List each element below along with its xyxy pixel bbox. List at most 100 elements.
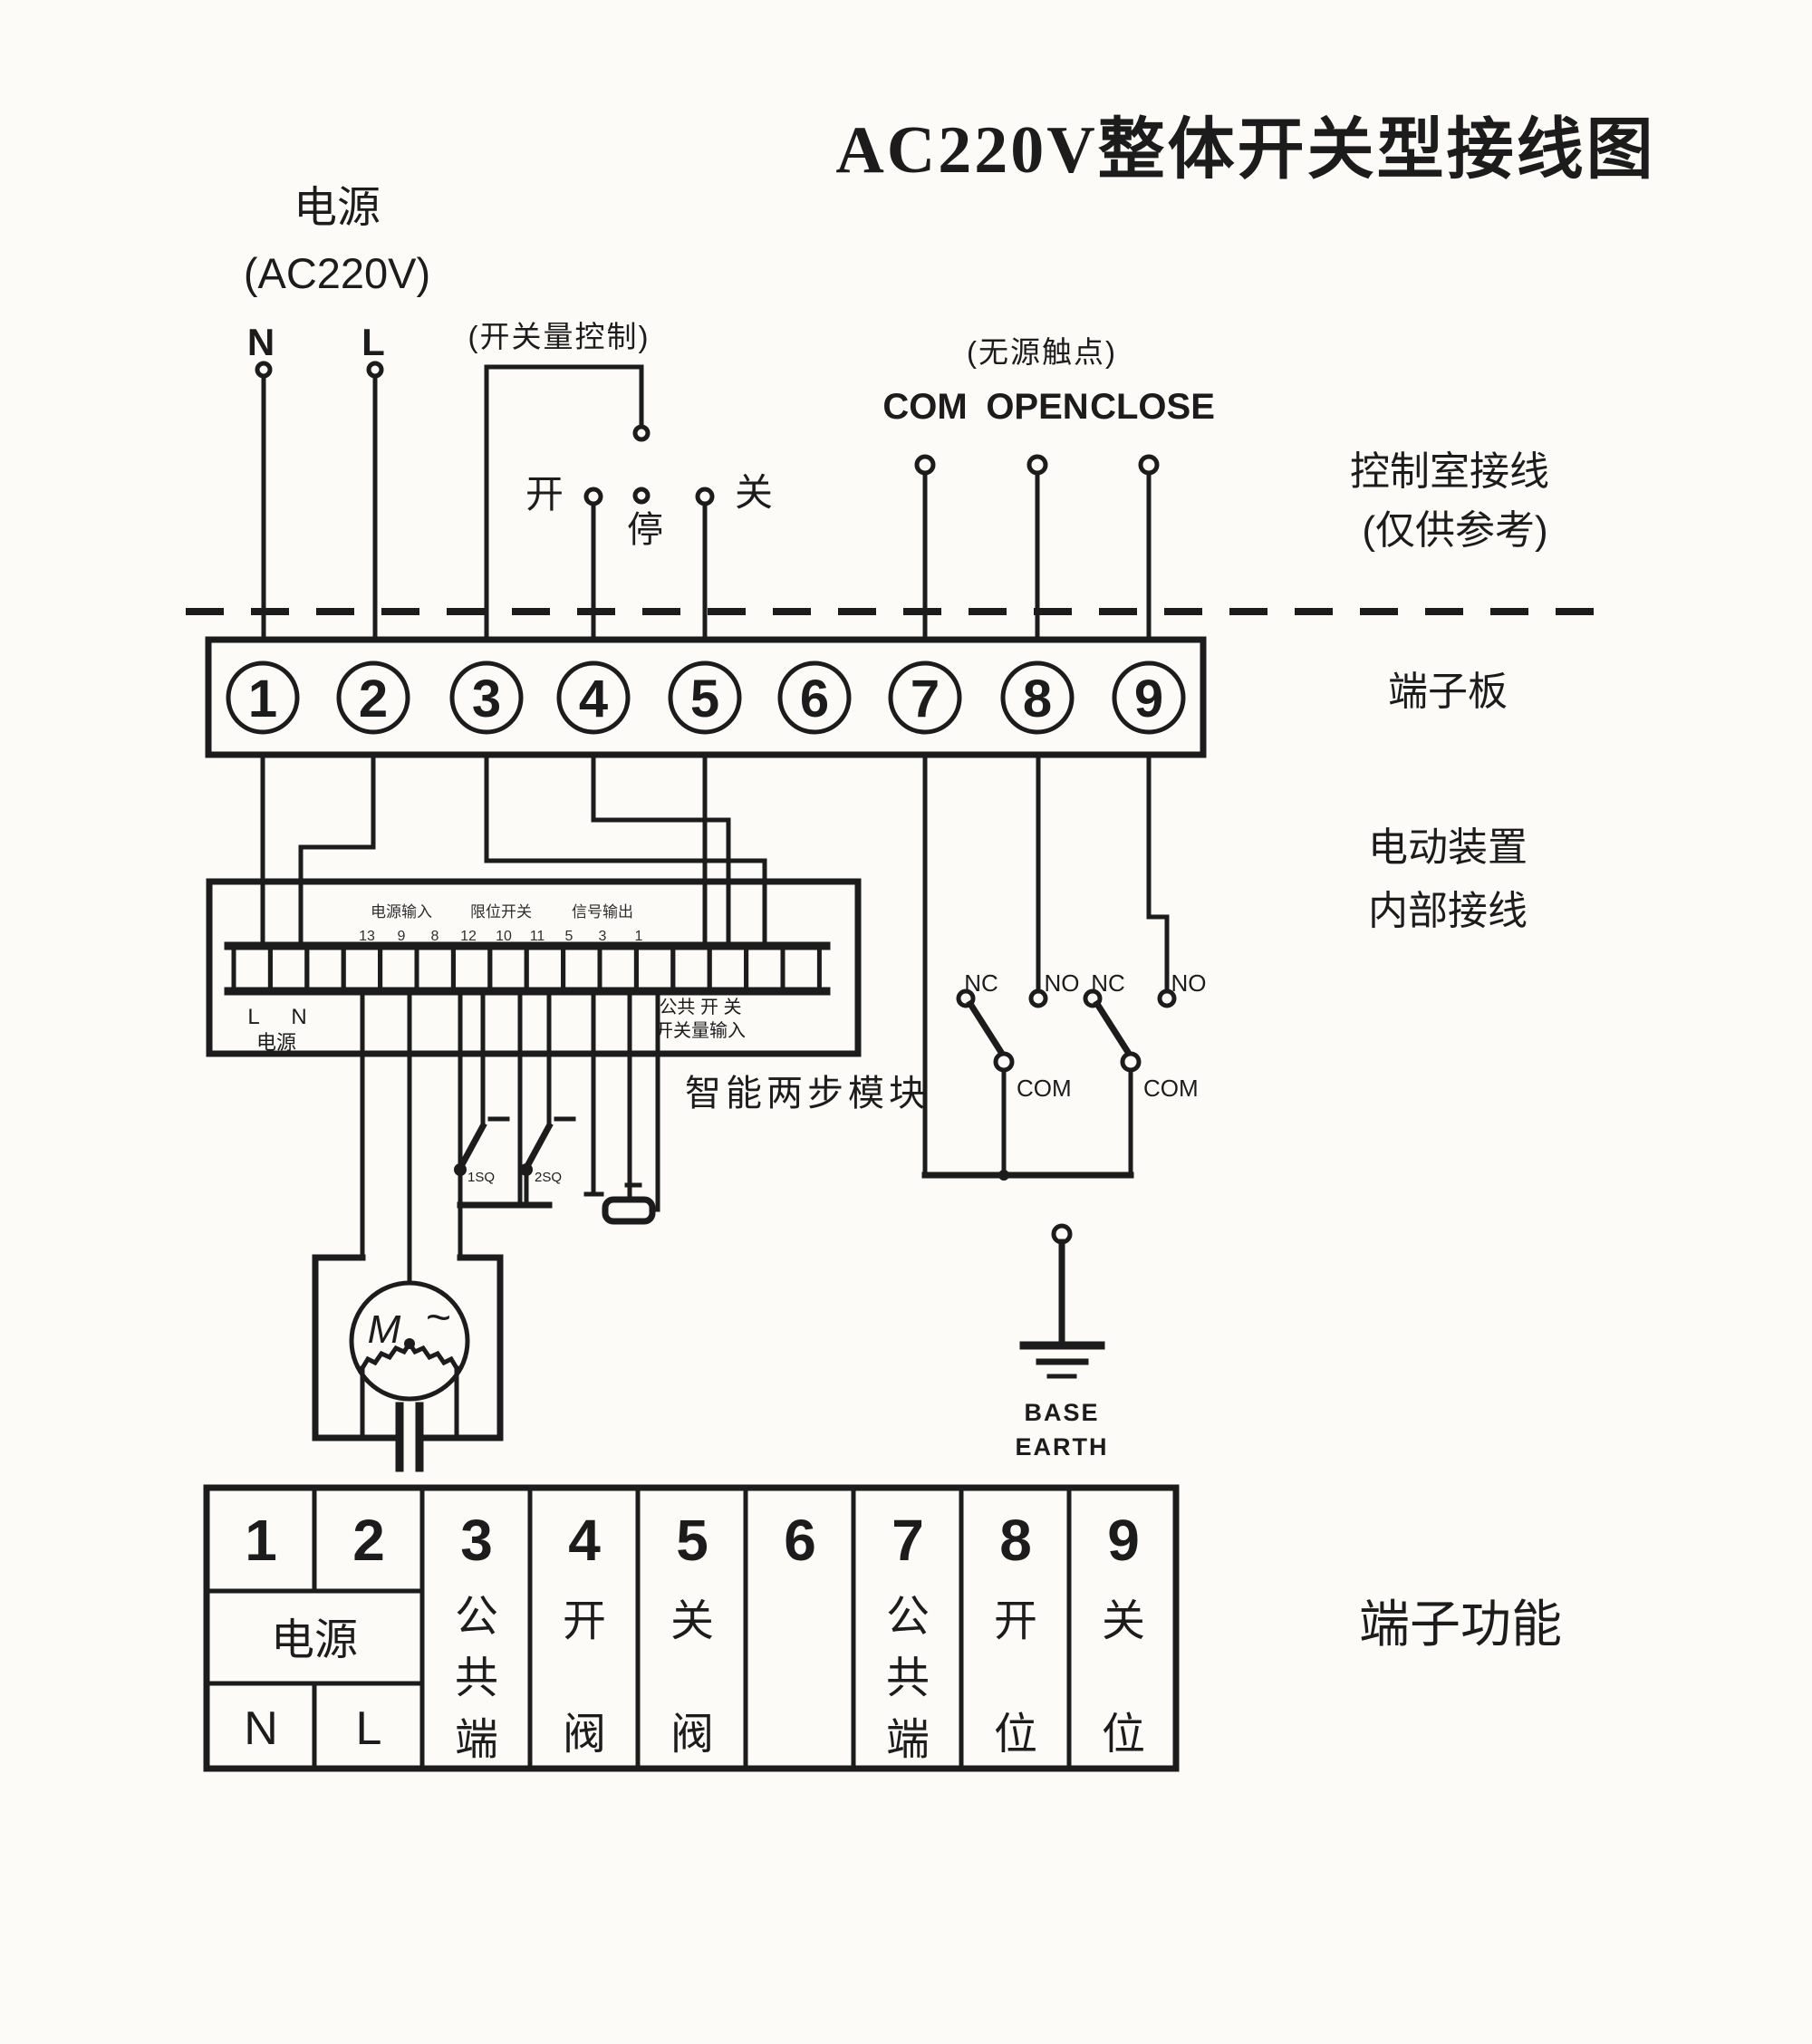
terminal-circle-8 [1000,660,1075,735]
table-n-cell: N [244,1702,278,1755]
switch2-com-label: COM [1143,1075,1199,1102]
motor-m-label: M [368,1307,401,1352]
close-contact [695,487,715,506]
table-outline [203,1484,1180,1772]
table-cell-char: 阀 [563,1711,606,1759]
terminal-board: 1 2 3 4 5 6 7 8 9 [205,636,1207,758]
switch1-com-label: COM [1017,1075,1072,1102]
module-pin-number: 11 [530,929,545,944]
motor-ac-symbol: ~ [426,1294,451,1342]
pin-cell [780,945,822,992]
pin-cell [707,945,749,992]
module-n-label: N [291,1005,306,1029]
dry-contact-section: (无源触点) COM OPEN CLOSE [882,335,1215,642]
table-cell-char: 位 [1102,1711,1145,1759]
terminal-numbers: 1 2 3 4 5 6 7 8 9 [248,670,1163,728]
side-annotations: 控制室接线 (仅供参考) 端子板 电动装置 内部接线 端子功能 [1350,449,1562,1653]
power-supply-labels: 电源 (AC220V) N L [244,184,430,363]
module-left-labels: L N 电源 [247,1005,306,1054]
terminal-number-2: 2 [359,670,388,728]
close-label: 关 [735,471,773,514]
module-pin-number: 3 [599,929,607,944]
pin-cell [267,945,310,992]
pin-cell [487,945,529,992]
power-spec-label: (AC220V) [244,249,430,297]
table-num-8: 8 [999,1508,1032,1573]
terminal-function-table: 1 2 3 4 5 6 7 8 9 电源 N L 公 共 端 开 阀 关 阀 公… [203,1484,1180,1772]
module-pin-number: 10 [496,929,512,944]
switch2-nc-label: NC [1091,969,1125,997]
open-contact [583,487,603,506]
table-cell-char: 共 [455,1654,498,1702]
table-num-5: 5 [676,1508,708,1573]
switch1-nc-label: NC [964,969,998,997]
terminal-function-note: 端子功能 [1359,1596,1562,1653]
table-cell-char: 端 [886,1716,930,1764]
terminal-number-4: 4 [579,670,608,728]
motor-enclosure-right [416,1254,504,1441]
module-name-label: 智能两步模块 [685,1074,930,1114]
terminal-circle-7 [888,660,962,735]
motor-enclosure-left [312,1254,403,1441]
open-label: 开 [525,473,564,516]
table-cell-char: 公 [886,1593,930,1641]
table-cell-char: 公 [455,1593,498,1641]
motor-winding-right [406,1340,460,1372]
power-wires [255,361,384,642]
com-terminal-contact [914,454,936,476]
module-pin-number: 12 [460,929,477,944]
switch1-arm [966,999,1008,1061]
terminal-number-6: 6 [800,670,829,728]
table-l-cell: L [356,1702,382,1755]
wire-t2 [298,752,376,950]
module-group-label-3: 信号输出 [572,903,633,921]
table-num-1: 1 [245,1508,277,1573]
earth-label-line1: BASE [1024,1399,1099,1426]
actuator-note-2: 内部接线 [1368,889,1528,933]
earth-symbol-group: BASE EARTH [1016,1223,1107,1461]
close-terminal-contact [1138,454,1160,476]
table-cell-char: 阀 [670,1711,714,1759]
switch2-no-contact [1157,988,1177,1008]
module-pin-number: 9 [398,929,406,944]
terminal-circle-2 [336,660,410,735]
terminal-circle-4 [556,660,631,735]
module-right-label-2: 开关量输入 [655,1020,746,1041]
pin-cell [414,945,456,992]
module-right-labels: 公共 开 关 开关量输入 [655,997,746,1041]
smart-module: 电源输入 限位开关 信号输出 13 9 8 12 10 11 5 3 1 L N… [206,878,862,1057]
table-cell-char: 开 [994,1597,1037,1645]
power-l-label: L [361,321,385,363]
table-cell-char: 关 [1102,1597,1145,1645]
module-pin-number: 8 [431,929,439,944]
switch2-no-label: NO [1171,969,1207,997]
pin-cell [341,945,383,992]
table-num-7: 7 [892,1508,924,1573]
switch-control-section: (开关量控制) 停 开 关 [468,320,773,642]
terminal-circle-3 [449,660,524,735]
terminal-number-8: 8 [1023,670,1052,728]
pin-cell [597,945,639,992]
limit-switch2-label: 2SQ [535,1170,562,1185]
module-pin-number: 1 [635,929,643,944]
wire-t9-close-position [1146,752,1170,993]
pin-cell [670,945,712,992]
switch1-pivot [993,1051,1015,1073]
module-l-label: L [247,1005,259,1029]
module-pin-number: 5 [565,929,573,944]
pin-cell [633,945,676,992]
actuator-note-1: 电动装置 [1368,825,1528,870]
module-group-labels: 电源输入 限位开关 信号输出 [371,903,633,921]
table-num-2: 2 [352,1508,385,1573]
resistor-component [583,1182,660,1225]
stop-button-bracket-wire [484,364,644,642]
module-group-label-2: 限位开关 [470,903,532,921]
limit-switch1-arm [456,1122,487,1172]
switch1-no-contact [1028,988,1048,1008]
control-room-note-2: (仅供参考) [1362,508,1547,553]
module-output-wires [360,988,660,1289]
pin-cell [450,945,493,992]
pin-cell [524,945,566,992]
switch2-arm [1093,999,1135,1061]
